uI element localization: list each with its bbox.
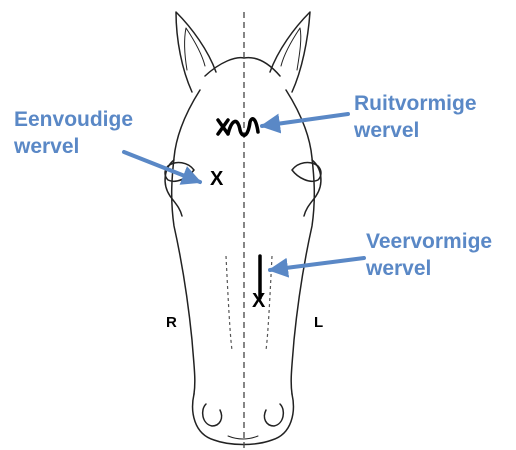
right-eye — [292, 163, 321, 182]
label-simple-whorl-line1: Eenvoudige — [14, 106, 133, 133]
label-feather-whorl: Veervormige wervel — [366, 228, 492, 282]
left-nasal-contour — [226, 256, 232, 350]
horse-head-outline — [165, 12, 321, 445]
feather-whorl-end-marker: X — [252, 290, 265, 313]
label-feather-whorl-line2: wervel — [366, 255, 492, 282]
simple-whorl-marker: X — [210, 168, 223, 191]
label-diamond-whorl-line2: wervel — [354, 117, 477, 144]
poll — [205, 58, 280, 76]
face-left-side — [172, 90, 200, 394]
muzzle — [193, 394, 294, 445]
label-feather-whorl-line1: Veervormige — [366, 228, 492, 255]
arrow-diamond-whorl — [262, 114, 348, 126]
face-right-side — [286, 90, 314, 394]
label-diamond-whorl-line1: Ruitvormige — [354, 90, 477, 117]
diamond-whorl-marker — [218, 119, 258, 135]
right-nostril — [264, 404, 283, 426]
label-simple-whorl-line2: wervel — [14, 133, 133, 160]
side-label-right: R — [166, 314, 177, 331]
arrow-feather-whorl — [270, 258, 364, 270]
side-label-left: L — [314, 314, 323, 331]
mouth — [228, 436, 258, 439]
left-ear — [176, 12, 216, 92]
arrow-simple-whorl — [124, 152, 200, 182]
left-nostril — [203, 404, 222, 426]
right-ear — [270, 12, 310, 92]
label-diamond-whorl: Ruitvormige wervel — [354, 90, 477, 144]
label-simple-whorl: Eenvoudige wervel — [14, 106, 133, 160]
